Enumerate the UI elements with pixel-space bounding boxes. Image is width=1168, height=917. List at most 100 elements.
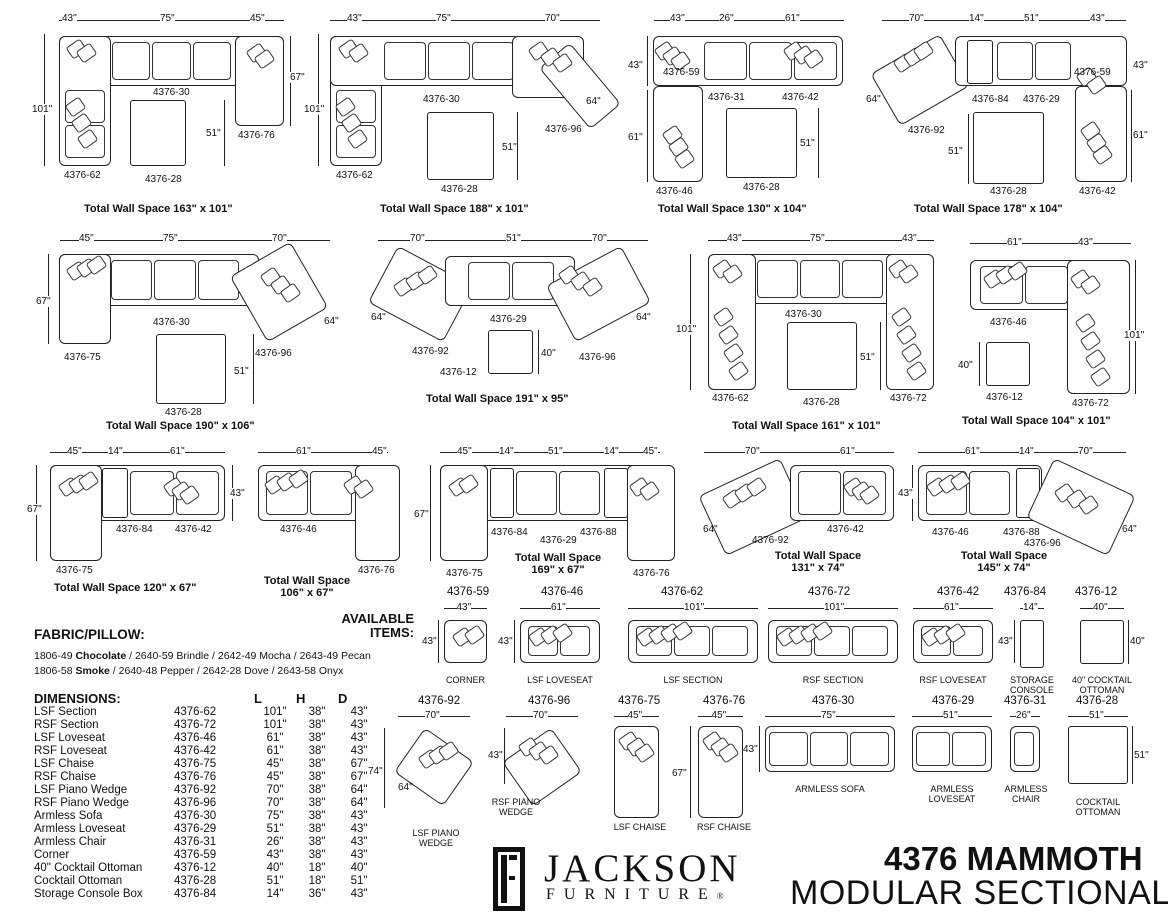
available-item-code: 4376-29: [932, 695, 975, 707]
dimension-label: 51": [502, 142, 517, 153]
item-code-label: 4376-46: [990, 317, 1027, 328]
depth-value: 64": [350, 784, 368, 796]
piece-code: 4376-12: [174, 862, 217, 874]
dimension-label: 64": [398, 782, 413, 793]
dimension-line: [438, 620, 439, 663]
item-code-label: 4376-88: [1003, 527, 1040, 538]
dimension-label: 45": [643, 446, 658, 457]
dimension-label: 14": [604, 446, 619, 457]
dimension-label: 64": [866, 94, 881, 105]
height-value: 38": [308, 849, 326, 861]
item-code-label: 4376-62: [712, 393, 749, 404]
ottoman-shape: [986, 342, 1030, 386]
dimension-label: 43": [727, 233, 742, 244]
item-name-line: ARMLESS: [930, 784, 974, 794]
seat-cushion: [794, 42, 837, 80]
item-code-label: 4376-76: [633, 568, 670, 579]
dimension-line: [514, 620, 515, 663]
dimension-label: 45": [250, 13, 265, 24]
item-code-label: 4376-28: [990, 186, 1027, 197]
available-item-code: 4376-42: [937, 586, 980, 598]
height-value: 38": [308, 758, 326, 770]
fabric-code-text: 1806-58: [34, 665, 76, 677]
item-name-line: OTTOMAN: [1079, 685, 1125, 695]
dimension-label: 45": [457, 446, 472, 457]
length-value: 75": [266, 810, 284, 822]
storage-console: [102, 468, 128, 518]
dimension-line: [704, 452, 894, 453]
dimension-label: 61": [840, 446, 855, 457]
piece-name: LSF Section: [34, 706, 97, 718]
dimension-label: 43": [1133, 60, 1148, 71]
length-value: 70": [266, 797, 284, 809]
dimension-line: [1135, 260, 1136, 394]
dimension-label: 43": [1090, 13, 1105, 24]
dimension-label: 101": [1124, 330, 1145, 341]
dimension-label: 40": [958, 360, 973, 371]
dimension-label: 43": [456, 602, 472, 613]
piece-code: 4376-92: [174, 784, 217, 796]
total-wall-space: Total Wall Space 169" x 67": [514, 552, 602, 576]
length-value: 101": [263, 706, 287, 718]
dimensions-title: DIMENSIONS:: [34, 690, 121, 706]
height-value: 38": [308, 771, 326, 783]
ottoman-shape: [130, 100, 186, 166]
available-item-name: RSF SECTION: [793, 675, 873, 685]
piece-code: 4376-76: [174, 771, 217, 783]
available-label-line: AVAILABLE: [341, 611, 414, 626]
dimension-line: [318, 34, 319, 166]
length-value: 51": [266, 823, 284, 835]
dimension-label: 43": [628, 60, 643, 71]
item-code-label: 4376-30: [153, 317, 190, 328]
dimension-line: [44, 34, 45, 166]
sofa-piece: [627, 465, 675, 561]
dimension-label: 67": [290, 72, 305, 83]
seat-cushion: [1025, 266, 1068, 304]
dimension-label: 70": [592, 233, 607, 244]
piece-code: 4376-75: [174, 758, 217, 770]
piece-code: 4376-72: [174, 719, 217, 731]
total-wall-space: Total Wall Space 161" x 101": [732, 420, 881, 432]
item-code-label: 4376-84: [972, 94, 1009, 105]
dimension-label: 45": [627, 710, 643, 721]
available-item-code: 4376-96: [528, 695, 571, 707]
ottoman-shape: [488, 330, 533, 374]
fabric-color-name: Smoke: [75, 665, 110, 677]
item-name-line: LOVESEAT: [928, 794, 976, 804]
height-value: 38": [308, 719, 326, 731]
item-name-line: CHAIR: [1011, 794, 1040, 804]
dimension-label: 101": [824, 602, 845, 613]
dimension-label: 14": [499, 446, 514, 457]
dimension-label: 67": [27, 504, 42, 515]
brand-sub: FURNITURE®: [546, 886, 724, 904]
dimension-label: 14": [108, 446, 123, 457]
item-code-label: 4376-59: [663, 67, 700, 78]
dimension-label: 61": [551, 602, 566, 613]
depth-value: 67": [350, 771, 368, 783]
dimension-label: 61": [1007, 237, 1022, 248]
dimension-label: 45": [79, 233, 94, 244]
dimension-line: [1014, 620, 1015, 663]
jackson-logo-icon: [493, 847, 525, 911]
length-value: 14": [266, 888, 284, 900]
item-code-label: 4376-30: [423, 94, 460, 105]
piece-code: 4376-31: [174, 836, 217, 848]
dimension-line: [654, 20, 844, 21]
seat-cushion: [472, 42, 514, 80]
item-code-label: 4376-42: [827, 524, 864, 535]
piece-name: LSF Chaise: [34, 758, 95, 770]
item-code-label: 4376-96: [255, 348, 292, 359]
dimension-label: 75": [436, 13, 451, 24]
available-item-code: 4376-46: [541, 586, 584, 598]
seat-cushion: [674, 626, 710, 656]
seat-cushion: [809, 732, 849, 766]
depth-value: 43": [350, 836, 368, 848]
total-wall-space: Total Wall Space 163" x 101": [84, 203, 233, 215]
item-name-line: OTTOMAN: [1075, 807, 1121, 817]
